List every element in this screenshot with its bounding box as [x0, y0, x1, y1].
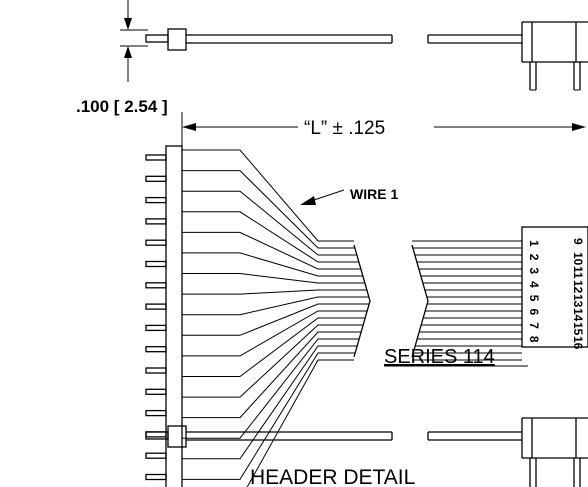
ribbon-wire — [182, 345, 358, 460]
series-label: SERIES 114 — [384, 346, 495, 368]
left-header-pin — [145, 388, 167, 395]
left-header — [145, 145, 183, 487]
ribbon-wire — [246, 359, 354, 487]
pin-number-right: 11 — [571, 266, 585, 279]
left-header-pin — [145, 346, 167, 353]
pin-number-left: 8 — [527, 336, 541, 343]
ribbon-wire — [182, 303, 370, 336]
ribbon-wire — [182, 252, 363, 277]
pitch-dimension-label: .100 [ 2.54 ] — [76, 97, 168, 116]
ribbon-wire — [182, 324, 364, 398]
pin-number-left: 1 — [527, 240, 541, 247]
top-pin — [145, 34, 169, 43]
bottom-socket-pins — [529, 458, 581, 487]
cable-break-right — [411, 244, 429, 358]
pin-number-right: 15 — [571, 322, 585, 336]
length-dimension-label: “L” ± .125 — [304, 118, 385, 139]
pin-number-left: 5 — [527, 295, 541, 302]
ribbon-wire — [182, 352, 356, 480]
top-socket-pins — [529, 62, 581, 90]
left-header-pin — [145, 260, 167, 268]
top-side-view — [120, 0, 588, 91]
pitch-arrow-down — [124, 18, 132, 30]
ribbon-wire — [182, 170, 355, 249]
bottom-header-block — [167, 425, 187, 448]
top-header-block — [167, 28, 187, 51]
pin-number-right: 10 — [571, 252, 585, 266]
wire1-label: WIRE 1 — [350, 186, 398, 202]
ribbon-wire — [182, 338, 360, 439]
pin-number-left: 4 — [527, 281, 541, 288]
pin-number-left: 3 — [527, 267, 541, 274]
left-header-pin — [145, 409, 167, 417]
bottom-pin — [145, 431, 169, 440]
ribbon-wires-left — [182, 149, 370, 487]
ribbon-wire — [182, 231, 361, 270]
socket-connector-body — [521, 226, 588, 348]
pin-number-right: 9 — [571, 238, 585, 245]
ribbon-wire — [182, 273, 365, 284]
left-header-pin — [145, 196, 167, 204]
pitch-arrow-up — [124, 46, 132, 58]
bottom-side-view — [145, 417, 588, 487]
cable-break-left — [353, 244, 371, 358]
left-header-pin — [145, 452, 167, 459]
left-header-pin — [145, 303, 167, 310]
left-header-pin — [145, 218, 167, 225]
left-header-pin — [145, 175, 167, 182]
header-detail-label: HEADER DETAIL — [250, 466, 415, 487]
ribbon-wire — [182, 289, 367, 295]
length-arrow-left — [182, 123, 196, 131]
left-header-pin — [145, 473, 167, 481]
ribbon-wire — [182, 331, 362, 419]
pin-number-left: 7 — [527, 322, 541, 329]
pin-number-left: 6 — [527, 309, 541, 316]
ribbon-wire — [182, 211, 359, 263]
top-socket-connector — [521, 21, 588, 63]
length-dimension — [181, 112, 586, 146]
bottom-socket-connector — [521, 417, 588, 459]
wire1-arrow — [300, 196, 316, 205]
left-header-pin — [145, 239, 167, 246]
left-header-pin — [145, 282, 167, 289]
pin-number-right: 12 — [571, 280, 585, 294]
length-arrow-right — [572, 123, 586, 131]
left-header-pins — [145, 154, 167, 481]
ribbon-wire — [182, 149, 354, 242]
left-header-pin — [145, 324, 167, 332]
ribbon-wire — [182, 190, 357, 256]
pin-number-right: 16 — [571, 336, 585, 350]
ribbon-wire — [182, 310, 368, 357]
ribbon-wire — [182, 296, 369, 316]
pin-number-right: 14 — [571, 308, 585, 322]
ribbon-wires-right — [412, 240, 522, 361]
ribbon-wire — [182, 317, 366, 377]
left-header-pin — [145, 367, 167, 374]
pin-number-left: 2 — [527, 254, 541, 261]
left-header-pin — [145, 154, 167, 161]
pin-number-right: 13 — [571, 294, 585, 308]
